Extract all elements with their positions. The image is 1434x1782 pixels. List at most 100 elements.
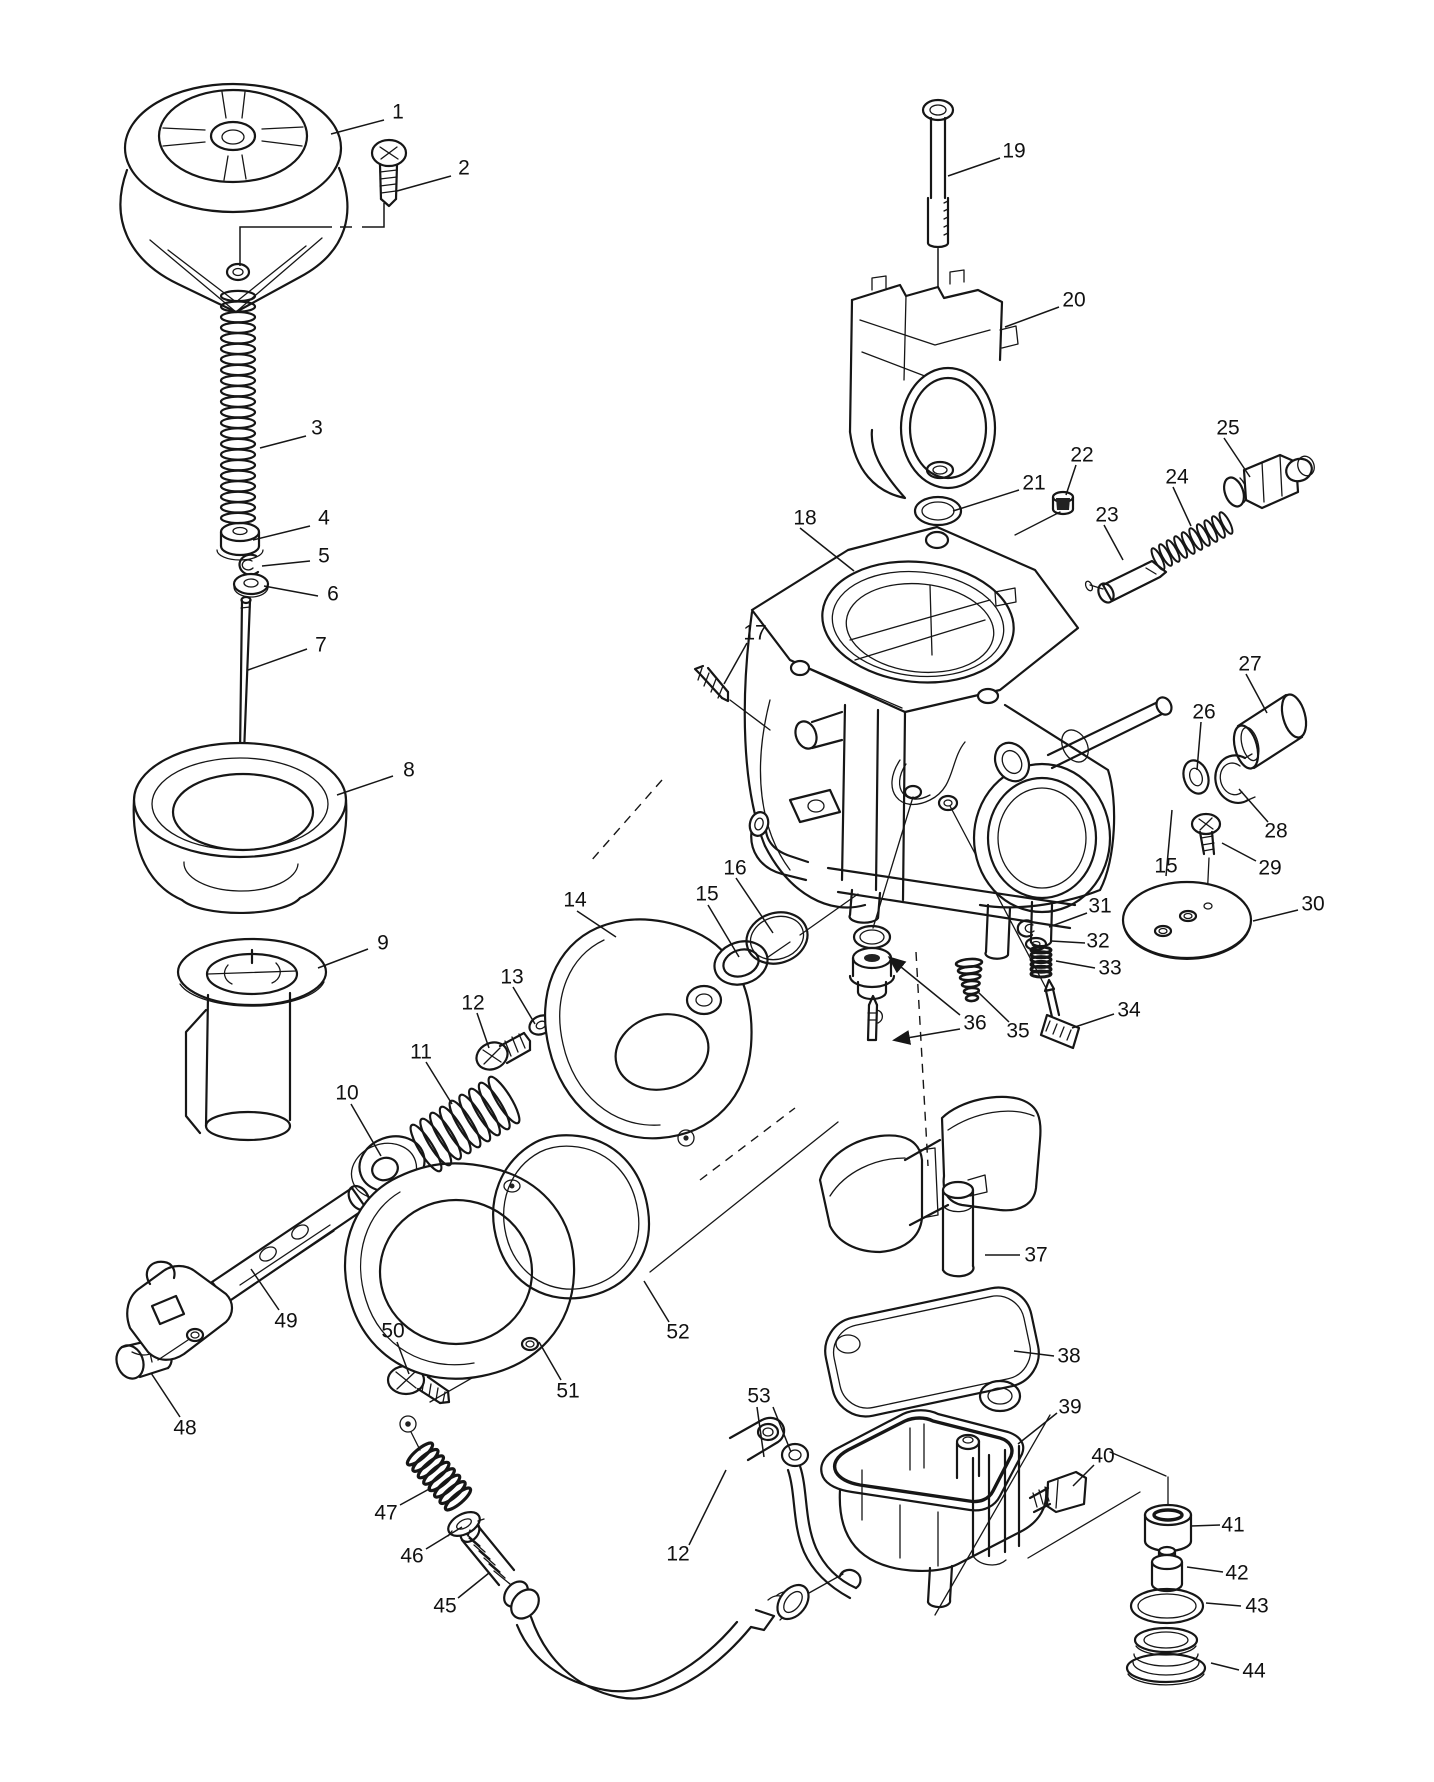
leader-22: [1065, 464, 1077, 496]
leader-52: [643, 1280, 670, 1323]
leader-8: [336, 775, 394, 796]
leader-10: [350, 1103, 382, 1157]
callout-11: 11: [410, 1041, 432, 1064]
part-22-nut: [1051, 490, 1075, 516]
leader-43: [1205, 1602, 1242, 1607]
part-12-screw-upper: [475, 1031, 532, 1071]
callout-37: 37: [1024, 1244, 1047, 1267]
callout-2: 2: [458, 157, 470, 180]
leader-12: [476, 1012, 490, 1049]
leader-24: [1172, 486, 1192, 527]
callout-1: 1: [392, 101, 404, 124]
leader-45: [457, 1572, 490, 1599]
leader-19: [947, 157, 1001, 177]
leader-15: [1165, 809, 1173, 877]
callout-49: 49: [274, 1310, 297, 1333]
leader-12: [688, 1469, 727, 1546]
leader-21: [952, 489, 1020, 512]
part-8-diaphragm: [132, 741, 348, 915]
leader-53: [756, 1406, 765, 1458]
callout-18: 18: [793, 507, 816, 530]
part-51-cover-plate: [344, 1162, 576, 1380]
leader-36: [892, 1028, 961, 1045]
leader-51: [538, 1341, 562, 1381]
leader-3: [259, 435, 307, 449]
part-9-slide: [176, 937, 328, 1142]
part-1-diaphragm-cover-cap: [119, 82, 349, 314]
leader-27: [1245, 673, 1268, 714]
part-43-o-ring: [1129, 1587, 1205, 1625]
part-34-pilot-screw: [1039, 978, 1081, 1050]
part-30-disc-cover: [1121, 880, 1253, 960]
part-27-sleeve: [1232, 693, 1308, 770]
leader-15: [707, 904, 740, 958]
callout-15: 15: [695, 883, 718, 906]
part-20-throttle-bracket: [848, 269, 1019, 500]
callout-13: 13: [500, 966, 523, 989]
leader-47: [399, 1487, 432, 1506]
part-23-plunger: [1084, 559, 1168, 604]
callout-10: 10: [335, 1082, 358, 1105]
callout-6: 6: [327, 583, 339, 606]
part-35-cone-spring: [954, 957, 984, 1003]
leader-29: [1221, 842, 1257, 862]
leader-49: [250, 1268, 280, 1311]
part-45-cable: [459, 1521, 810, 1700]
part-26-washer: [1182, 759, 1210, 795]
part-31-e-ring: [1016, 919, 1035, 938]
callout-14: 14: [563, 889, 587, 912]
callout-31: 31: [1088, 895, 1111, 918]
callout-20: 20: [1062, 289, 1085, 312]
callout-12: 12: [666, 1543, 689, 1566]
callout-17: 17: [743, 622, 766, 645]
callout-19: 19: [1002, 140, 1025, 163]
part-49-shaft-lever: [126, 1184, 371, 1361]
leader-11: [425, 1061, 453, 1105]
callout-32: 32: [1086, 930, 1109, 953]
leader-40: [1072, 1464, 1095, 1487]
callout-46: 46: [400, 1545, 423, 1568]
callout-44: 44: [1242, 1660, 1266, 1683]
part-3-slide-spring: [219, 289, 257, 525]
leader-36: [887, 956, 961, 1016]
leader-50: [396, 1341, 410, 1375]
callout-26: 26: [1192, 701, 1215, 724]
callout-51: 51: [556, 1380, 579, 1403]
leader-4: [252, 525, 311, 541]
callout-36: 36: [963, 1012, 986, 1035]
leader-9: [317, 948, 369, 969]
callout-27: 27: [1238, 653, 1261, 676]
leader-32: [1050, 940, 1086, 944]
part-14-chamber-cover: [544, 918, 753, 1147]
callout-40: 40: [1091, 1445, 1114, 1468]
part-33-pilot-spring: [1029, 945, 1053, 979]
callout-3: 3: [311, 417, 323, 440]
callout-50: 50: [381, 1320, 404, 1343]
callout-15: 15: [1154, 855, 1177, 878]
part-39-float-bowl: [820, 1409, 1048, 1609]
callout-38: 38: [1057, 1345, 1080, 1368]
leader-2: [239, 226, 332, 266]
part-11-lever-spring: [409, 1075, 521, 1173]
part-36-float-valve: [848, 924, 896, 1042]
part-17-screw: [693, 664, 730, 703]
leader-20: [1004, 306, 1060, 328]
part-42-fitting: [1150, 1545, 1184, 1593]
callout-45: 45: [433, 1595, 456, 1618]
part-48-pin: [115, 1337, 173, 1380]
callout-53: 53: [747, 1385, 770, 1408]
springs-layer: [219, 289, 1234, 1512]
callout-52: 52: [666, 1321, 689, 1344]
callout-34: 34: [1117, 999, 1141, 1022]
leader-2: [396, 175, 452, 192]
leader-34: [1071, 1013, 1115, 1029]
part-24-plunger-spring: [1150, 511, 1234, 571]
callout-33: 33: [1098, 957, 1121, 980]
part-47-spring-target: [399, 1415, 421, 1451]
part-16-o-ring: [745, 911, 809, 965]
callout-23: 23: [1095, 504, 1118, 527]
part-44-plug: [1125, 1626, 1207, 1686]
